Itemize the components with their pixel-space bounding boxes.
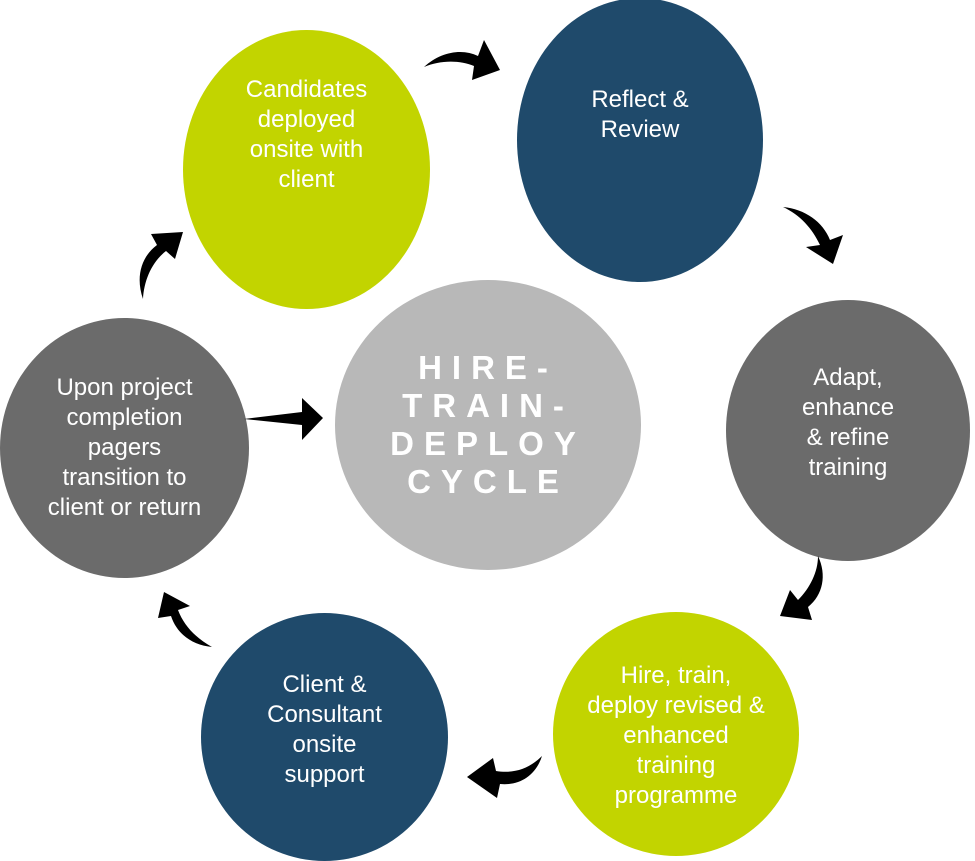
center-cycle-label: HIRE- TRAIN- DEPLOY CYCLE (390, 349, 586, 500)
step-reflect-review-label: Reflect & Review (591, 86, 689, 143)
step-client-consultant-support-label: Client & Consultant onsite support (267, 671, 382, 788)
step-hire-train-deploy-revised: Hire, train, deploy revised & enhanced t… (553, 612, 799, 856)
step-adapt-enhance: Adapt, enhance & refine training (726, 300, 970, 561)
step-adapt-enhance-label: Adapt, enhance & refine training (801, 363, 895, 481)
step-reflect-review: Reflect & Review (517, 0, 763, 282)
step-candidates-deployed: Candidates deployed onsite with client (183, 30, 430, 309)
step-client-consultant-support: Client & Consultant onsite support (201, 613, 448, 861)
arrow-client-to-completion (158, 592, 212, 647)
arrow-reflect-to-adapt (783, 207, 843, 264)
arrow-hire-to-client (467, 756, 542, 798)
step-candidates-deployed-label: Candidates deployed onsite with client (245, 75, 368, 193)
arrow-candidates-to-reflect (424, 40, 500, 80)
step-project-completion: Upon project completion pagers transitio… (0, 318, 249, 578)
arrow-completion-to-center (244, 398, 323, 440)
center-cycle-circle: HIRE- TRAIN- DEPLOY CYCLE (335, 280, 641, 570)
arrow-completion-to-candidates (139, 232, 183, 299)
step-project-completion-label: Upon project completion pagers transitio… (47, 374, 202, 521)
step-hire-train-deploy-revised-label: Hire, train, deploy revised & enhanced t… (587, 662, 765, 809)
arrow-adapt-to-hire (780, 556, 823, 620)
